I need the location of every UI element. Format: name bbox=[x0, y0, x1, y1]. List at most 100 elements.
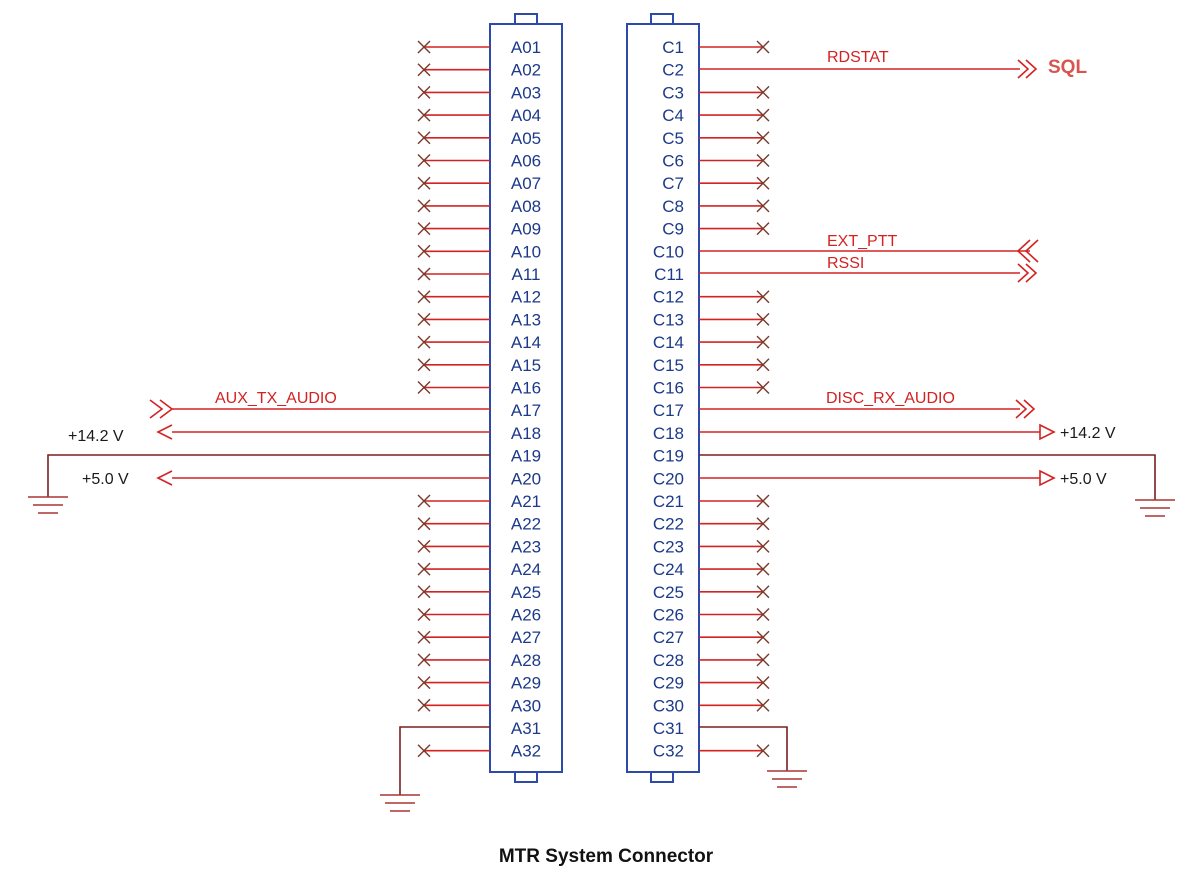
right-14v-label: +14.2 V bbox=[1060, 425, 1116, 442]
right-pin-label: C10 bbox=[653, 242, 684, 261]
connector-a-body bbox=[489, 23, 563, 773]
no-connect-icon bbox=[756, 517, 770, 531]
right-c31-ground-icon bbox=[767, 770, 807, 788]
left-pin-label: A05 bbox=[511, 129, 541, 148]
right-pin-label: C13 bbox=[653, 310, 684, 329]
ext-ptt-arrow-icon bbox=[1016, 239, 1039, 263]
no-connect-icon bbox=[756, 154, 770, 167]
no-connect-icon bbox=[756, 40, 770, 54]
no-connect-icon bbox=[417, 630, 431, 644]
left-pin-label: A10 bbox=[511, 242, 541, 261]
left-pin-label: A18 bbox=[511, 424, 541, 443]
left-pin-label: A16 bbox=[511, 379, 541, 398]
right-pin-label: C12 bbox=[653, 288, 684, 307]
right-pin-label: C6 bbox=[662, 152, 684, 171]
no-connect-icon bbox=[756, 381, 770, 394]
rdstat-arrow-icon bbox=[1017, 59, 1038, 79]
no-connect-icon bbox=[756, 539, 770, 553]
sql-label: SQL bbox=[1048, 57, 1087, 78]
left-pin-label: A22 bbox=[511, 515, 541, 534]
no-connect-icon bbox=[417, 312, 431, 326]
right-pin-label: C25 bbox=[653, 583, 684, 602]
left-pin-label: A03 bbox=[511, 83, 541, 102]
no-connect-icon bbox=[756, 358, 770, 372]
no-connect-icon bbox=[417, 199, 431, 213]
right-pin-label: C26 bbox=[653, 606, 684, 625]
right-pin-label: C27 bbox=[653, 628, 684, 647]
no-connect-icon bbox=[756, 676, 770, 690]
no-connect-icon bbox=[756, 108, 770, 122]
left-pin-label: A09 bbox=[511, 220, 541, 239]
no-connect-icon bbox=[417, 267, 431, 281]
no-connect-icon bbox=[756, 494, 770, 508]
left-pin-label: A30 bbox=[511, 696, 541, 715]
rssi-label: RSSI bbox=[827, 255, 864, 272]
right-pin-label: C7 bbox=[662, 174, 684, 193]
right-pin-label: C18 bbox=[653, 424, 684, 443]
left-14v-label: +14.2 V bbox=[68, 428, 124, 445]
no-connect-icon bbox=[417, 63, 431, 77]
no-connect-icon bbox=[756, 176, 770, 190]
no-connect-icon bbox=[417, 290, 431, 304]
no-connect-icon bbox=[417, 85, 431, 99]
right-pin-label: C21 bbox=[653, 492, 684, 511]
left-a31-ground-icon bbox=[380, 794, 420, 812]
no-connect-icon bbox=[417, 154, 431, 167]
left-pin-label: A19 bbox=[511, 447, 541, 466]
no-connect-icon bbox=[417, 222, 431, 236]
no-connect-icon bbox=[417, 539, 431, 553]
no-connect-icon bbox=[417, 381, 431, 394]
right-pin-label: C28 bbox=[653, 651, 684, 670]
left-pin-label: A07 bbox=[511, 174, 541, 193]
left-5v-arrow-icon bbox=[156, 470, 173, 486]
right-c19-gnd-wire bbox=[699, 454, 1156, 500]
left-pin-label: A21 bbox=[511, 492, 541, 511]
right-pin-label: C24 bbox=[653, 560, 684, 579]
left-pin-label: A15 bbox=[511, 356, 541, 375]
no-connect-icon bbox=[417, 176, 431, 190]
no-connect-icon bbox=[756, 744, 770, 758]
left-pin-label: A24 bbox=[511, 560, 541, 579]
no-connect-icon bbox=[417, 676, 431, 690]
left-14v-arrow-icon bbox=[156, 424, 173, 440]
right-pin-label: C5 bbox=[662, 129, 684, 148]
right-pin-label: C23 bbox=[653, 537, 684, 556]
left-pin-label: A29 bbox=[511, 674, 541, 693]
right-pin-label: C29 bbox=[653, 674, 684, 693]
rdstat-label: RDSTAT bbox=[827, 49, 889, 66]
left-pin-label: A28 bbox=[511, 651, 541, 670]
no-connect-icon bbox=[417, 244, 431, 258]
no-connect-icon bbox=[417, 698, 431, 712]
no-connect-icon bbox=[756, 199, 770, 213]
connector-c-top-tab bbox=[650, 13, 674, 25]
right-pin-label: C3 bbox=[662, 83, 684, 102]
no-connect-icon bbox=[417, 653, 431, 667]
right-5v-arrow-icon bbox=[1039, 469, 1056, 487]
left-a19-gnd-wire bbox=[47, 454, 490, 497]
left-a31-gnd-wire bbox=[399, 726, 490, 795]
no-connect-icon bbox=[756, 290, 770, 304]
connector-a-top-tab bbox=[514, 13, 538, 25]
left-pin-label: A31 bbox=[511, 719, 541, 738]
right-pin-label: C2 bbox=[662, 61, 684, 80]
right-pin-label: C19 bbox=[653, 447, 684, 466]
left-pin-label: A11 bbox=[512, 265, 541, 284]
right-pin-label: C30 bbox=[653, 696, 684, 715]
left-pin-label: A25 bbox=[511, 583, 541, 602]
no-connect-icon bbox=[756, 608, 770, 621]
no-connect-icon bbox=[756, 85, 770, 99]
right-pin-label: C8 bbox=[662, 197, 684, 216]
no-connect-icon bbox=[756, 630, 770, 644]
rssi-arrow-icon bbox=[1017, 263, 1038, 283]
left-pin-label: A01 bbox=[511, 38, 541, 57]
right-c19-ground-icon bbox=[1135, 499, 1175, 517]
left-pin-label: A26 bbox=[511, 606, 541, 625]
left-pin-label: A04 bbox=[511, 106, 541, 125]
right-pin-label: C4 bbox=[662, 106, 684, 125]
disc-rx-audio-arrow-icon bbox=[1015, 399, 1036, 419]
no-connect-icon bbox=[417, 585, 431, 599]
right-pin-label: C9 bbox=[662, 220, 684, 239]
ext-ptt-label: EXT_PTT bbox=[827, 233, 897, 250]
connector-c-bottom-tab bbox=[650, 771, 674, 783]
right-pin-label: C22 bbox=[653, 515, 684, 534]
